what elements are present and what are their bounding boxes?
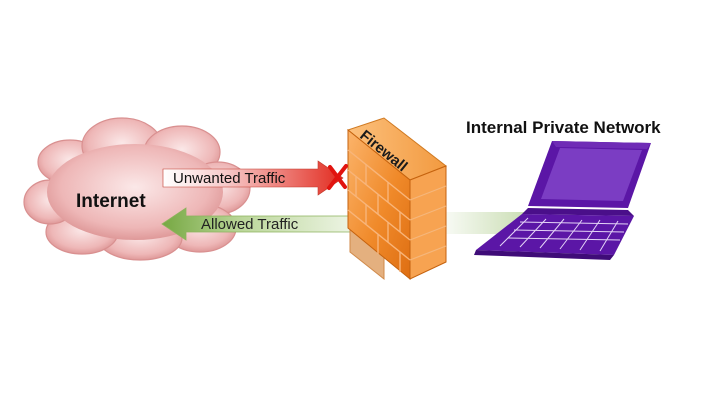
x-icon: [327, 164, 348, 190]
internet-label: Internet: [76, 191, 146, 212]
allowed-traffic-arrow: [161, 207, 532, 241]
firewall-wall: [346, 117, 448, 281]
allowed-traffic-label: Allowed Traffic: [201, 216, 299, 233]
unwanted-traffic-label: Unwanted Traffic: [173, 170, 286, 187]
internal-network-label: Internal Private Network: [466, 118, 661, 137]
laptop-icon: [474, 141, 651, 260]
internet-cloud: [23, 117, 251, 261]
